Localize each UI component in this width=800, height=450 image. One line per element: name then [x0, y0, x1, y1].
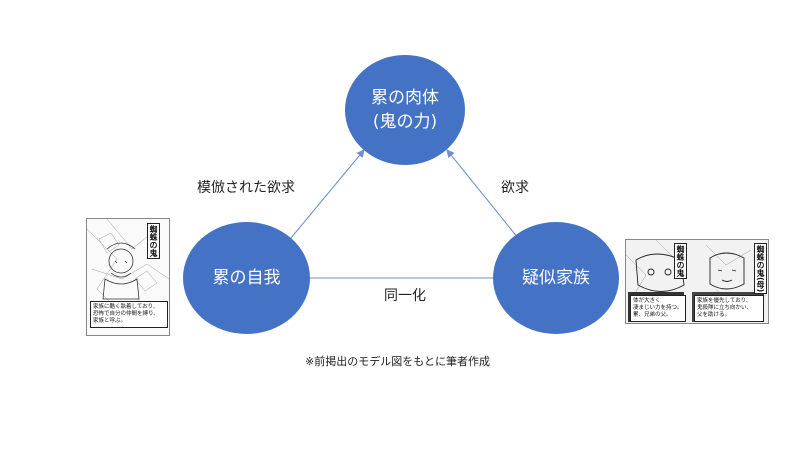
- edge-label-desire: 欲求: [501, 180, 529, 196]
- manga-caption-left-line: 家族に酷く執着しており、: [93, 304, 159, 310]
- manga-caption-right-1-line: 凄まじい力を持つ。: [633, 305, 683, 311]
- manga-caption-right-2-line: 家族を優先しており、: [697, 298, 752, 304]
- node-rui-ego-label: 累の自我: [212, 268, 281, 288]
- node-pseudo-family-label: 疑似家族: [522, 268, 590, 288]
- manga-illustration-left: [87, 219, 169, 320]
- manga-title-right-1: 蜘蛛の鬼: [674, 243, 687, 279]
- manga-caption-right-1-line: 体が大きく: [633, 298, 661, 304]
- edge-label-imitated-desire: 模倣された欲求: [197, 180, 295, 196]
- manga-caption-right-2-line: 父を助ける。: [697, 312, 731, 318]
- node-rui-body-line2: (鬼の力): [372, 112, 438, 132]
- edge-right-to-top: [446, 149, 519, 239]
- manga-title-right-2: 蜘蛛の鬼(母): [754, 243, 767, 295]
- manga-caption-right-1-line: 累、兄弟の父。: [633, 312, 672, 318]
- node-pseudo-family: 疑似家族: [493, 222, 619, 334]
- source-note: ※前掲出のモデル図をもとに筆者作成: [305, 355, 490, 368]
- node-rui-ego: 累の自我: [183, 222, 310, 334]
- manga-caption-right-2: 家族を優先しており、 鬼殺隊に立ち向かい、 父を助ける。: [694, 295, 764, 322]
- edge-left-to-top: [290, 149, 365, 239]
- manga-image-left: 蜘蛛の鬼 家族に酷く執着しており、 恐怖で自分の仲間を縛り、 家族と呼ぶ。: [86, 218, 170, 336]
- edge-label-identification: 同一化: [384, 288, 426, 304]
- manga-caption-left-line: 家族と呼ぶ。: [93, 318, 127, 324]
- manga-title-left: 蜘蛛の鬼: [147, 223, 160, 259]
- node-rui-body: 累の肉体 (鬼の力): [345, 55, 465, 165]
- manga-caption-left: 家族に酷く執着しており、 恐怖で自分の仲間を縛り、 家族と呼ぶ。: [90, 301, 168, 328]
- manga-caption-left-line: 恐怖で自分の仲間を縛り、: [93, 311, 159, 317]
- manga-caption-right-2-line: 鬼殺隊に立ち向かい、: [697, 305, 753, 311]
- manga-image-right: 蜘蛛の鬼 蜘蛛の鬼(母) 体が大きく 凄まじい力を持つ。 累、兄弟の父。 家族を…: [625, 239, 769, 324]
- node-rui-body-line1: 累の肉体: [371, 88, 439, 108]
- manga-caption-right-1: 体が大きく 凄まじい力を持つ。 累、兄弟の父。: [630, 295, 686, 322]
